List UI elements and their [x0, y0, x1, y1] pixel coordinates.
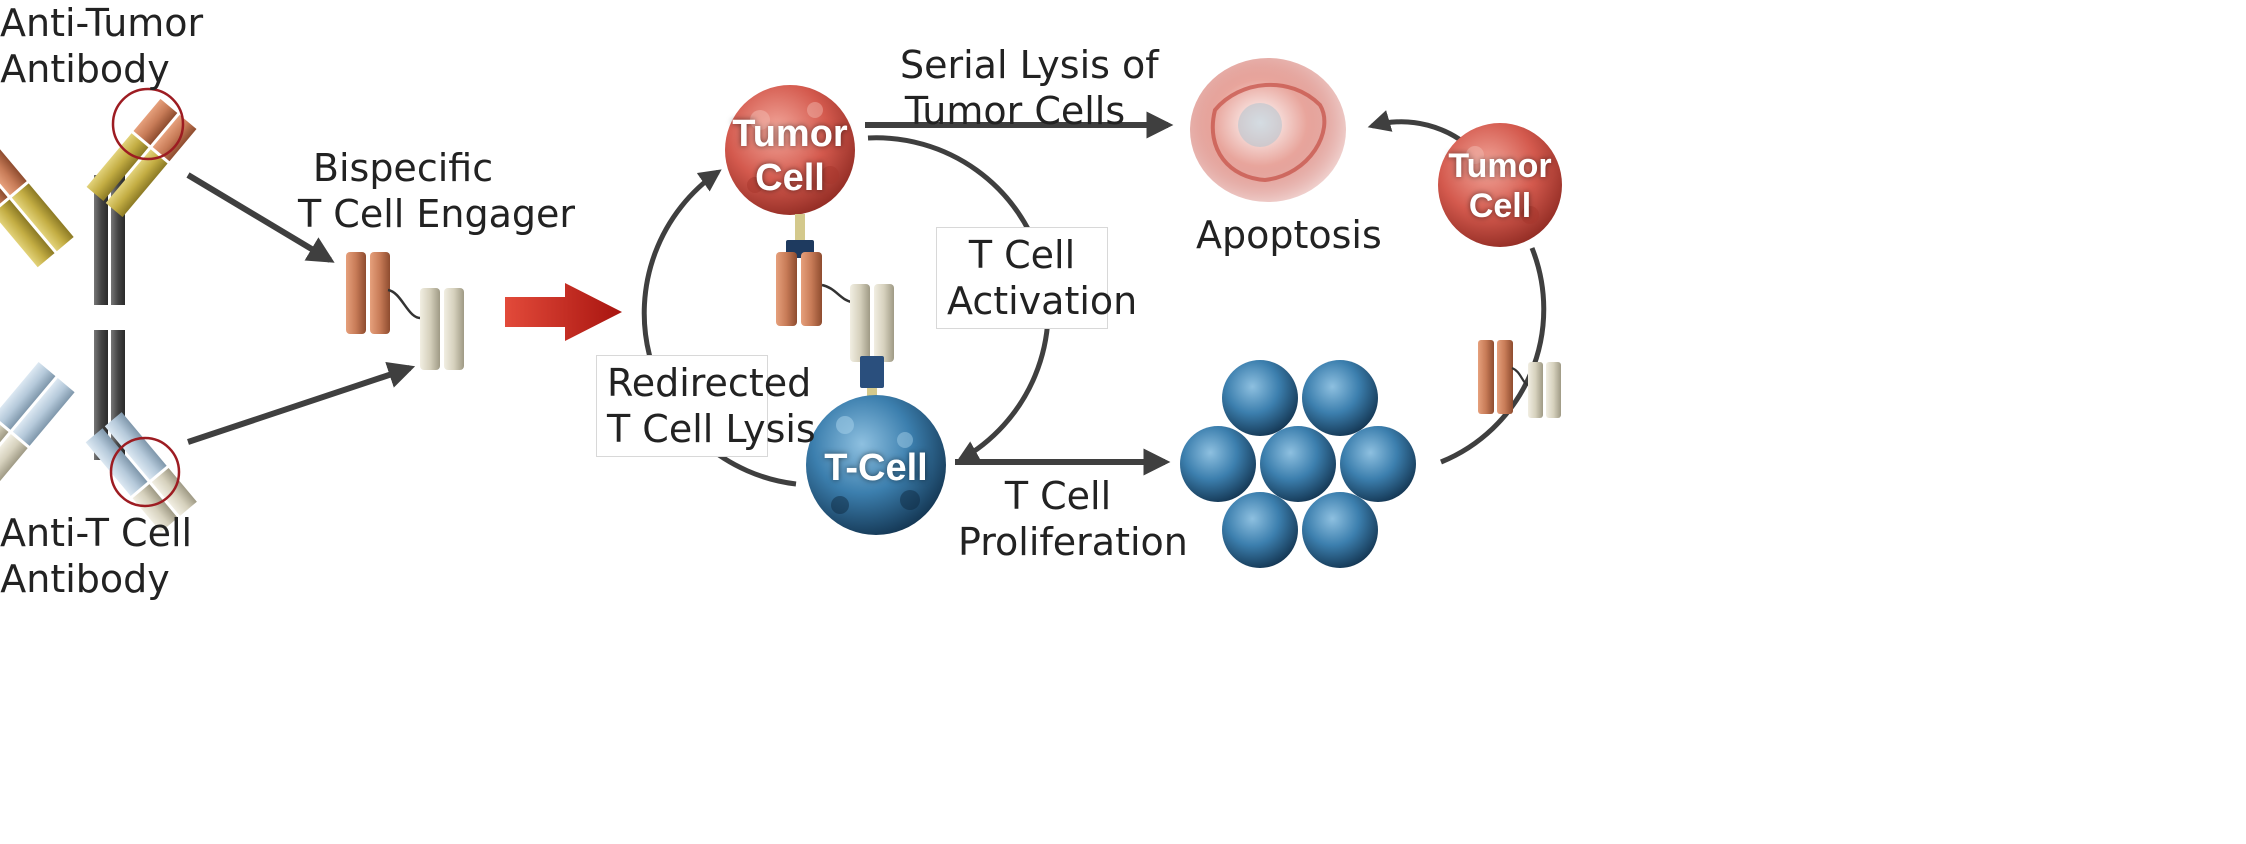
anti-tumor-label-line1: Anti-Tumor	[0, 1, 204, 45]
proliferation-line2: Proliferation	[958, 520, 1188, 564]
bispecific-label-line2: T Cell Engager	[298, 192, 576, 236]
serial-lysis-label: Serial Lysis of Tumor Cells	[900, 42, 1159, 134]
activation-line2: Activation	[947, 279, 1138, 323]
tumor-right-line1: Tumor	[1448, 147, 1552, 185]
arrow-anti-tumor-to-engager	[186, 172, 335, 263]
arrow-redirected-lysis	[641, 169, 797, 487]
tumor-right-line2: Cell	[1468, 187, 1532, 225]
tumor-cell-center-icon	[725, 85, 855, 215]
t-cell-activation-label: T Cell Activation	[936, 227, 1138, 329]
t-cell-label: T-Cell	[824, 447, 928, 489]
anti-t-cell-antibody-icon	[0, 330, 197, 532]
tumor-cell-right-icon	[1438, 123, 1562, 247]
serial-lysis-line1: Serial Lysis of	[900, 43, 1159, 87]
serial-lysis-line2: Tumor Cells	[904, 89, 1126, 133]
anti-t-cell-label-line1: Anti-T Cell	[0, 511, 193, 555]
anti-t-cell-label-line2: Antibody	[0, 557, 170, 601]
redirected-line2: T Cell Lysis	[607, 407, 816, 451]
arrow-anti-t-cell-to-engager	[187, 362, 416, 445]
t-cell-icon	[806, 395, 946, 535]
apoptotic-cell-icon	[1190, 58, 1346, 202]
activation-line1: T Cell	[968, 233, 1076, 277]
anti-tumor-antibody-label: Anti-Tumor Antibody	[0, 0, 204, 92]
highlight-circle-top	[111, 87, 185, 161]
t-cell-proliferation-label: T Cell Proliferation	[958, 473, 1188, 565]
proliferating-t-cells-icon	[1180, 360, 1416, 568]
anti-tumor-antibody-icon	[0, 87, 197, 305]
redirected-lysis-label: Redirected T Cell Lysis	[596, 355, 816, 457]
tumor-cell-center-label: Tumor Cell	[720, 112, 860, 200]
tumor-center-line2: Cell	[755, 157, 825, 199]
proliferation-line1: T Cell	[1004, 474, 1112, 518]
redirected-line1: Redirected	[607, 361, 812, 405]
red-arrow-icon	[505, 283, 622, 341]
right-engager-icon	[1478, 340, 1561, 418]
tumor-cell-right-label: Tumor Cell	[1432, 146, 1568, 226]
anti-tumor-label-line2: Antibody	[0, 47, 170, 91]
bispecific-engager-icon	[346, 252, 464, 370]
bispecific-engager-label: Bispecific T Cell Engager	[298, 145, 576, 237]
apoptosis-label: Apoptosis	[1196, 213, 1382, 257]
tumor-center-line1: Tumor	[732, 113, 848, 155]
anti-t-cell-antibody-label: Anti-T Cell Antibody	[0, 510, 193, 602]
bispecific-label-line1: Bispecific	[312, 146, 494, 190]
highlight-circle-bottom	[109, 436, 181, 508]
